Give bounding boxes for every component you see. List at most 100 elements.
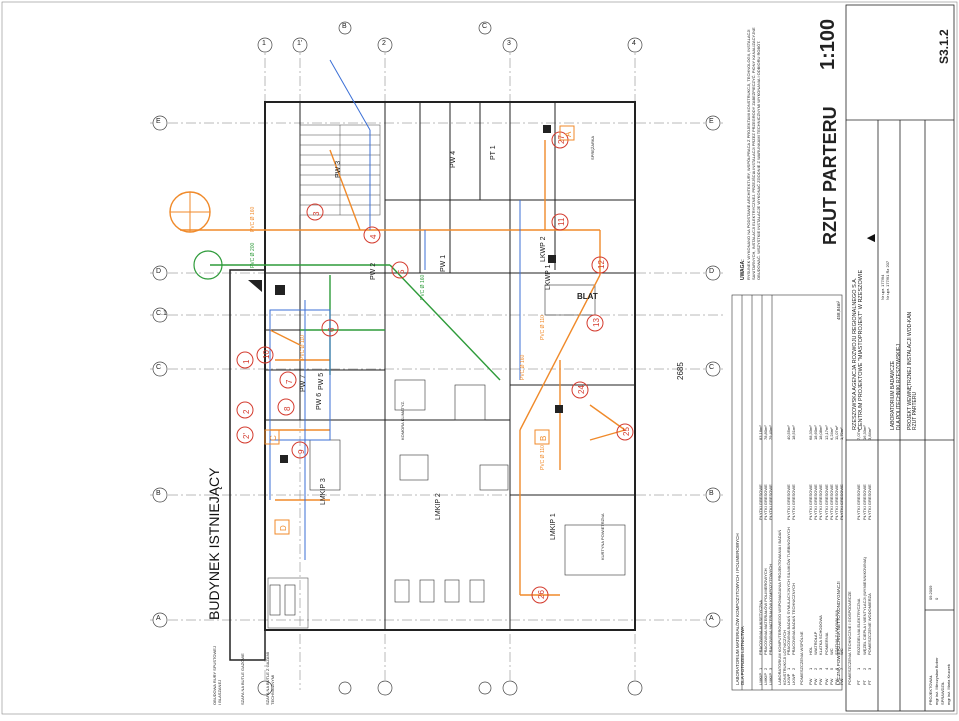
well-d5 [193, 250, 223, 280]
legend-cell: 2 [861, 667, 867, 670]
permits: Nr upr. 177/94 Nr upr. 177/91 Rz 207 [880, 260, 890, 300]
label-klimatyzacja: KOMORA KLIMATYZ. [400, 400, 405, 440]
overall-dimension: 2685 [676, 362, 685, 380]
legend-cell: 16,33m² [861, 425, 867, 440]
callout-number: 2 [242, 409, 251, 414]
callout-number: 4 [369, 234, 378, 239]
pipe-label: PVC Ø 200 [250, 242, 256, 268]
company-logo-icon: ▲ [862, 231, 878, 245]
legend-cell: WC [839, 648, 845, 655]
callout-number: 6 [327, 327, 336, 332]
grid-label-left: A [156, 615, 161, 622]
callout-number: 8 [283, 406, 292, 411]
legend-cell: PŁYTKI GRESOWE [823, 484, 829, 520]
legend-cell: PT [866, 679, 872, 685]
callout-number: 3 [312, 211, 321, 216]
legend-cell: PT [861, 679, 867, 685]
letter-callouts [264, 125, 575, 535]
scale-header: 1:100 [817, 18, 839, 70]
grid-label-left: C.1 [156, 310, 167, 317]
legend-cell: PŁYTKI GRESOWE [790, 484, 796, 520]
drawing-name: RZUT PARTERU [912, 391, 918, 430]
callout-letter: C [269, 435, 278, 441]
notes-text: RYSUNEK WYKONANO NA PODSTAWIE ARCHITEKTU… [746, 27, 761, 280]
grid-label-top: C [482, 23, 488, 30]
revision: 0 [934, 597, 939, 600]
grid-label-right: E [709, 118, 714, 125]
room-label: LKWP 2 [540, 236, 547, 262]
existing-building-label: BUDYNEK ISTNIEJĄCY [206, 467, 222, 620]
room-label: PT 1 [490, 145, 497, 160]
callout-number: 5 [397, 269, 406, 274]
pipe-label: PVC Ø 110 [300, 335, 306, 360]
walls [264, 101, 636, 631]
room-label: LMKIP 1 [550, 513, 557, 540]
legend-cell: PŁYTKI GRESOWE [866, 484, 872, 520]
callout-number: 25 [622, 427, 631, 436]
legend-cell: 40,55m² [785, 425, 791, 440]
callout-number: 2' [242, 433, 251, 439]
callout-number: 10 [262, 350, 271, 359]
legend-cell: PT [856, 679, 862, 685]
legend-cell: KLATKA SCHODOWA [818, 615, 824, 655]
legend-group-title: POMIESZCZENIA TECHNICZNE I GOSPODARCZE [847, 591, 853, 685]
legend-cell: PŁYTKI GRESOWE [856, 484, 862, 520]
pipe-label: PVC Ø 160 [520, 354, 526, 380]
callout-number: 7 [285, 379, 294, 384]
legend-cell: 3 [866, 667, 872, 670]
project-name: LABORATORIUM BADAWCZE DLA POLITECHNIKI R… [890, 344, 902, 430]
grid-label-top: 1' [297, 40, 303, 47]
legend-cell: PŁYTKI GRESOWE [839, 484, 845, 520]
legend-table [731, 294, 843, 691]
pipe-label: PVC Ø 110 [540, 445, 546, 470]
pipe-label: PVC Ø 110 [540, 315, 546, 340]
room-label: PW 5 [318, 372, 325, 390]
grid-label-left: E [156, 118, 161, 125]
checker-role: SPRAWDZIŁ [940, 681, 945, 705]
callout-letter: D [279, 525, 288, 531]
pipe-label: PVC Ø 160 [250, 206, 256, 232]
title-block-frame [845, 4, 955, 712]
legend-cell: 7,07m² [856, 427, 862, 440]
grid-label-left: B [156, 490, 161, 497]
legend-cell: 2 [790, 667, 796, 670]
legend-cell: 3,84m² [866, 427, 872, 440]
legend-cell: 18,08m² [818, 425, 824, 440]
legend-cell: PW [823, 678, 829, 685]
room-label: LMKIP 3 [320, 478, 327, 505]
blue-lines [269, 59, 521, 560]
legend-cell: LKWP [785, 673, 791, 685]
grid-label-right: B [709, 490, 714, 497]
callout-letter: B [539, 435, 548, 441]
legend-cell: PRACOWNIA BADAŃ SYMULACYJNYCH SILNIKÓW T… [785, 527, 791, 655]
legend-cell: PRACOWNIA BADAŃ TECHNICZNYCH [790, 583, 796, 655]
legend-cell: 4 [823, 667, 829, 670]
callout-number: 11 [557, 217, 566, 226]
sewer-pipes [180, 140, 626, 596]
grid-label-right: D [709, 268, 715, 275]
callout-number: 12 [597, 260, 606, 269]
legend-cell: ROZDZIELNIA ELEKTRYCZNA [856, 598, 862, 655]
callouts [236, 131, 634, 604]
designer-role: PROJEKTOWAŁ [928, 674, 933, 705]
grid-label-right: C [709, 364, 715, 371]
legend-cell: 7 [839, 667, 845, 670]
room-label: LKWP 1 [545, 264, 552, 290]
legend-cell: 1,79m² [839, 427, 845, 440]
grid-label-right: A [709, 615, 714, 622]
sheet-number: S3.1.2 [937, 29, 951, 64]
legend-heading: LABORATORIUM MATERIAŁÓW KOMPOZYTOWYCH I … [735, 533, 745, 685]
grid-label-left: C [156, 364, 162, 371]
callout-number: 13 [592, 318, 601, 327]
grid-label-top: 2 [382, 40, 386, 47]
legend-cell: PRACOWNIA MATERIAŁÓW KOMPOZYTOWYCH [768, 564, 774, 655]
legend-cell: PŁYTKI GRESOWE [768, 484, 774, 520]
callout-letter: A [564, 131, 573, 137]
room-label: PW 2 [370, 262, 377, 280]
company-name: RZESZOWSKA AGENCJA ROZWOJU REGIONALNEGO … [852, 269, 864, 430]
legend-cell: 12,17m² [823, 425, 829, 440]
callout-number: 1 [242, 359, 251, 364]
